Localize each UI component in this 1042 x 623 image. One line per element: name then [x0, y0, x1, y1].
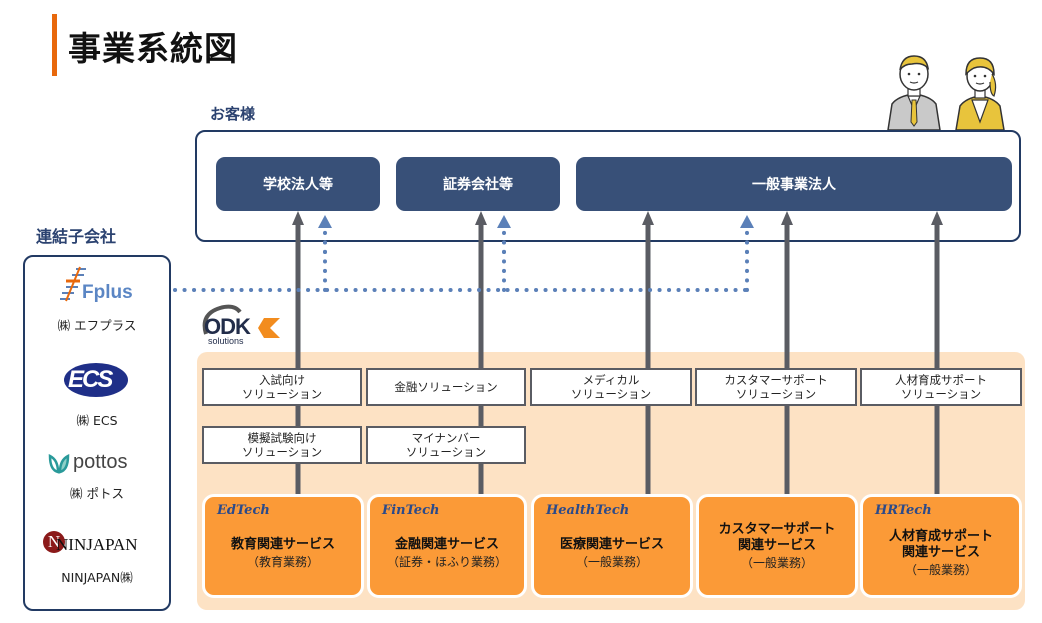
ninjapan-logo: N NINJAPAN — [42, 530, 162, 558]
odk-ring-icon — [202, 304, 280, 338]
edtech-tag: EdTech — [217, 503, 270, 518]
ninjapan-emblem-icon: N — [43, 531, 65, 553]
customer-school-corporations: 学校法人等 — [216, 157, 380, 211]
service-medical: HealthTech 医療関連サービス （一般業務） — [531, 494, 693, 598]
subsidiaries-group — [23, 255, 171, 611]
solution-my-number: マイナンバー ソリューション — [366, 426, 526, 464]
ecs-ellipse-icon — [64, 363, 128, 397]
subsidiary-name-pottos: ㈱ ポトス — [70, 486, 124, 501]
service-title: 人材育成サポート 関連サービス — [888, 528, 993, 560]
subsidiaries-label: 連結子会社 — [36, 227, 117, 246]
service-hr-development: HRTech 人材育成サポート 関連サービス （一般業務） — [860, 494, 1022, 598]
solution-finance: 金融ソリューション — [366, 368, 526, 406]
service-subtitle: （一般業務） — [904, 562, 977, 577]
solution-hr-development: 人材育成サポート ソリューション — [860, 368, 1022, 406]
solution-entrance-exam: 入試向け ソリューション — [202, 368, 362, 406]
customers-label: お客様 — [210, 105, 256, 123]
service-subtitle: （証券・ほふり業務） — [386, 554, 507, 569]
service-subtitle: （一般業務） — [575, 554, 648, 569]
hrtech-tag: HRTech — [875, 503, 932, 518]
ecs-logo: ECS — [63, 360, 129, 400]
service-finance: FinTech 金融関連サービス （証券・ほふり業務） — [367, 494, 527, 598]
service-subtitle: （教育業務） — [246, 554, 319, 569]
service-title: 医療関連サービス — [559, 536, 664, 552]
customer-general-corporations: 一般事業法人 — [576, 157, 1012, 211]
healthtech-tag: HealthTech — [546, 503, 630, 518]
solution-customer-support: カスタマーサポート ソリューション — [695, 368, 857, 406]
fplus-logo: Fplus — [58, 265, 142, 305]
service-title: 教育関連サービス — [230, 536, 335, 552]
solution-medical: メディカル ソリューション — [530, 368, 692, 406]
odk-logo-subtext: solutions — [208, 336, 244, 346]
service-education: EdTech 教育関連サービス （教育業務） — [202, 494, 364, 598]
pottos-logo: pottos — [48, 450, 148, 478]
ninjapan-logo-text: NINJAPAN — [56, 535, 138, 554]
ecs-logo-text: ECS — [68, 366, 113, 393]
fplus-logo-text: Fplus — [82, 282, 133, 303]
customer-people-illustration — [887, 55, 1005, 131]
service-customer-support: カスタマーサポート 関連サービス （一般業務） — [696, 494, 858, 598]
fintech-tag: FinTech — [382, 503, 440, 518]
pottos-logo-text: pottos — [73, 451, 128, 473]
fplus-mark-icon — [60, 266, 86, 302]
subsidiary-name-ninjapan: NINJAPAN㈱ — [61, 570, 133, 585]
businesswoman-icon — [955, 57, 1005, 131]
service-subtitle: （一般業務） — [740, 555, 813, 570]
subsidiary-name-fplus: ㈱ エフプラス — [57, 318, 137, 333]
customer-securities-companies: 証券会社等 — [396, 157, 560, 211]
odk-solutions-logo: ODK solutions — [198, 304, 288, 348]
businessman-icon — [887, 55, 941, 131]
pottos-leaf-icon — [48, 453, 70, 474]
odk-logo-text: ODK — [204, 314, 251, 339]
service-title: 金融関連サービス — [394, 536, 499, 552]
solution-mock-exam: 模擬試験向け ソリューション — [202, 426, 362, 464]
title-accent-bar — [52, 14, 57, 76]
page-title: 事業系統図 — [68, 29, 238, 68]
subsidiary-name-ecs: ㈱ ECS — [76, 413, 118, 428]
service-title: カスタマーサポート 関連サービス — [718, 521, 836, 553]
